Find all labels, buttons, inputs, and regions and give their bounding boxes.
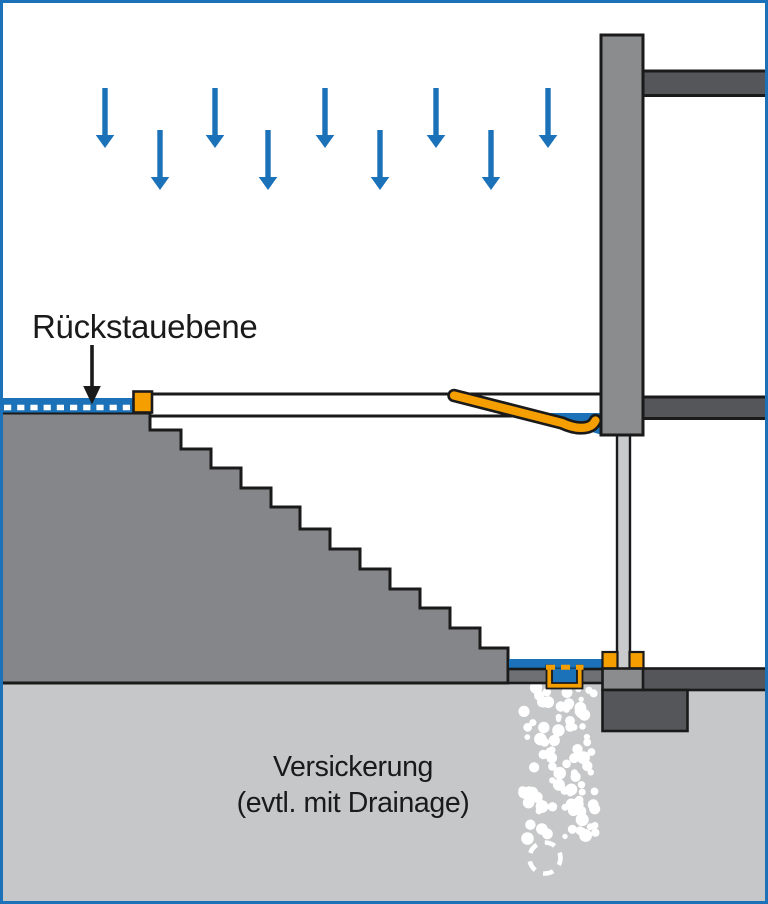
gravel-dot	[542, 828, 553, 840]
gravel-dot	[529, 719, 537, 727]
gravel-dot	[534, 690, 545, 701]
rain-arrow-icon	[370, 130, 390, 190]
gravel-dot	[590, 787, 599, 796]
rain-arrow-icon	[150, 130, 170, 190]
gravel-dot	[548, 746, 556, 754]
gravel-dot	[583, 733, 591, 741]
gravel-dot	[562, 833, 568, 840]
gravel-dot	[555, 716, 562, 723]
foundation-block	[601, 688, 689, 733]
gravel-dot	[587, 748, 596, 756]
gravel-dot	[523, 722, 533, 732]
infiltration-label-line2: (evtl. mit Drainage)	[236, 787, 470, 819]
gravel-dot	[567, 804, 580, 817]
gravel-dot	[540, 737, 550, 747]
landing-water	[509, 659, 603, 669]
gravel-dot	[529, 762, 540, 773]
gravel-dot	[548, 734, 560, 747]
rain-arrow-icon	[538, 88, 558, 148]
backflow-level-label: Rückstauebene	[32, 308, 258, 345]
backwater-flap	[449, 391, 600, 432]
gravel-dot	[562, 759, 571, 769]
gravel-dot	[569, 753, 580, 764]
rain-arrow-icon	[258, 130, 278, 190]
gravel-dot	[552, 778, 565, 791]
gravel-dot	[561, 687, 573, 698]
gravel-dot	[567, 824, 577, 834]
rain-arrow-icon	[205, 88, 225, 148]
gravel-dot	[578, 788, 586, 796]
floor-beam-upper	[641, 69, 768, 97]
gravel-dot	[578, 709, 591, 721]
gravel-dot	[565, 722, 575, 732]
gravel-dot	[525, 819, 536, 830]
upstand-barrier	[132, 390, 154, 414]
gravel-dot	[570, 800, 577, 806]
gravel-field	[518, 681, 601, 845]
gravel-dot	[538, 749, 548, 760]
rain-arrow-icon	[481, 130, 501, 190]
gravel-dot	[538, 721, 550, 734]
gravel-dot	[586, 823, 594, 831]
infiltration-label: Versickerung (evtl. mit Drainage)	[173, 749, 533, 821]
threshold-seal-right	[628, 650, 645, 670]
gravel-dot	[524, 734, 531, 740]
threshold-seal-left	[601, 650, 619, 670]
gravel-dot	[575, 813, 589, 827]
seepage-dashed-circle	[527, 840, 563, 876]
backflow-label-arrow	[83, 345, 101, 405]
basement-floor-slab	[641, 667, 768, 692]
gravel-dot	[585, 686, 593, 694]
gravel-dot	[518, 705, 530, 718]
building-wall	[599, 33, 645, 437]
gravel-dot	[542, 696, 555, 708]
gravel-dot	[522, 796, 535, 809]
rain-layer	[95, 88, 558, 190]
gravel-dot	[553, 766, 566, 780]
gravel-dot	[587, 769, 594, 776]
infiltration-label-line1: Versickerung	[273, 751, 433, 783]
basement-door-wall	[615, 431, 632, 671]
gravel-dot	[577, 751, 590, 765]
gravel-dot	[552, 724, 565, 737]
gravel-dot	[566, 790, 574, 797]
gravel-dot	[518, 786, 530, 799]
gravel-dot	[548, 762, 557, 771]
gravel-dot	[549, 777, 556, 784]
gravel-dot	[521, 832, 534, 845]
gravel-dot	[583, 738, 592, 747]
gravel-dot	[547, 802, 558, 812]
gravel-dot	[564, 701, 574, 710]
gravel-dot	[591, 828, 600, 837]
drain-water	[551, 668, 578, 685]
gravel-dot	[561, 803, 569, 811]
gravel-dot	[575, 826, 585, 836]
gravel-dot	[542, 687, 551, 697]
gravel-dot	[589, 803, 601, 815]
gravel-dot	[570, 769, 579, 777]
terrain-stairs	[0, 411, 510, 685]
rain-arrow-icon	[95, 88, 115, 148]
rain-arrow-icon	[426, 88, 446, 148]
gravel-dot	[579, 723, 586, 730]
gravel-dot	[577, 781, 586, 789]
floor-beam-lower	[641, 395, 768, 420]
wall-footing	[601, 667, 645, 692]
gravel-dot	[535, 807, 543, 815]
gravel-dot	[555, 701, 566, 712]
gravel-dot	[578, 696, 584, 702]
rain-arrow-icon	[315, 88, 335, 148]
gravel-dot	[572, 744, 583, 755]
